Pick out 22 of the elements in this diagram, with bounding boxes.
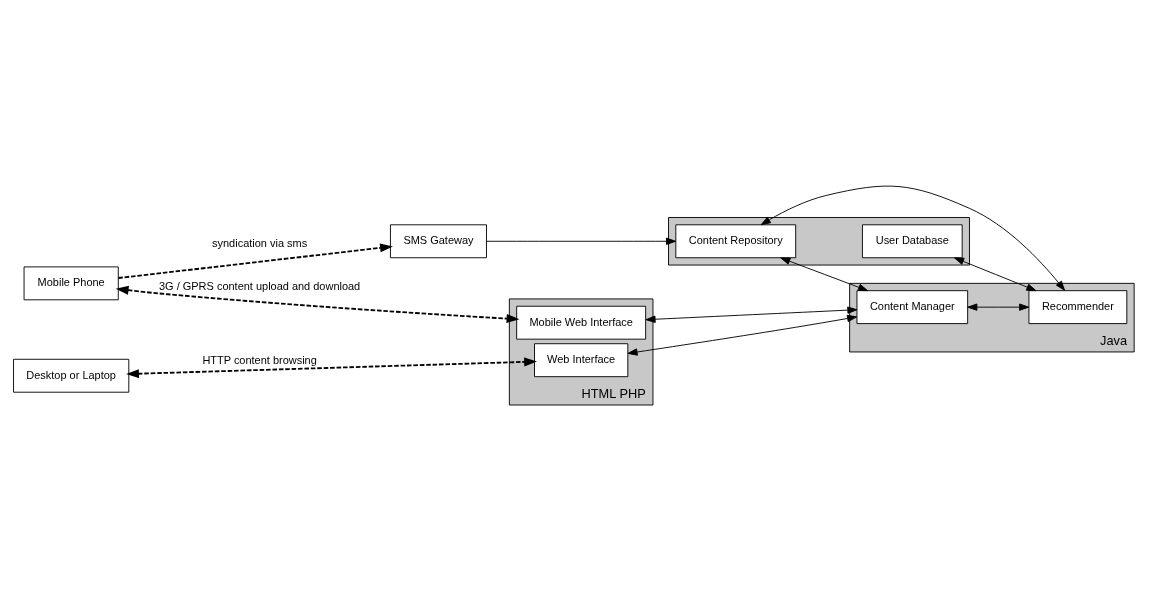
node-box: Mobile Phone [23, 266, 119, 301]
node-box: Web Interface [534, 343, 629, 378]
node-box: Desktop or Laptop [13, 358, 130, 393]
edge-label: 3G / GPRS content upload and download [159, 280, 361, 293]
arrow [780, 257, 869, 292]
arrow [645, 306, 858, 323]
arrow [954, 257, 1037, 292]
arrow [486, 237, 677, 245]
arrow [115, 285, 520, 324]
arrow [627, 314, 858, 356]
edge-label: HTTP content browsing [202, 354, 317, 367]
arrow [760, 185, 1066, 291]
node-box: Content Manager [856, 290, 969, 325]
arrow [126, 357, 537, 379]
node-box: Content Repository [675, 224, 797, 259]
edge-label: syndication via sms [212, 237, 308, 250]
node-box: Recommender [1028, 290, 1128, 325]
node-box: User Database [862, 224, 963, 259]
node-box: SMS Gateway [389, 224, 487, 259]
arrow [967, 303, 1030, 311]
arrow [117, 243, 393, 279]
node-box: Mobile Web Interface [516, 305, 647, 340]
